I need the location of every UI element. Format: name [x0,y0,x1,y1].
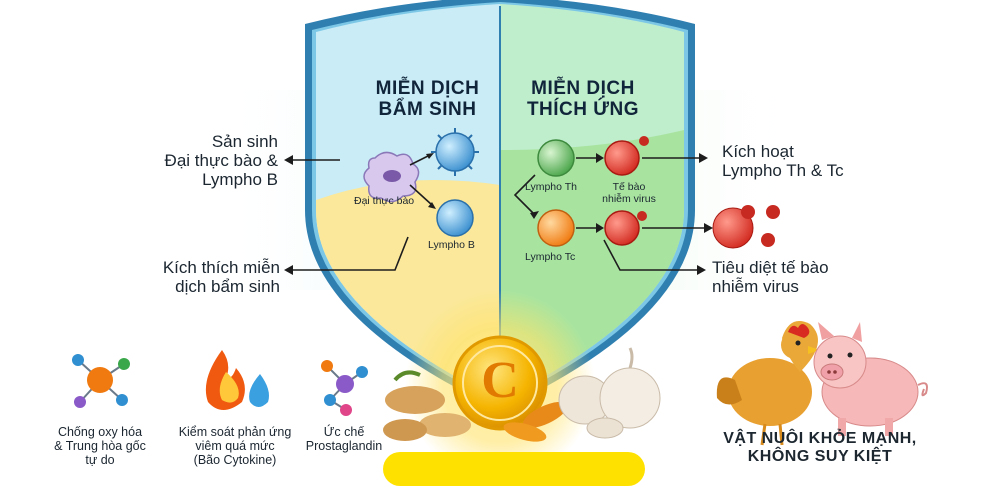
ginger-icon [383,370,471,441]
fire-water-icon [205,350,269,410]
result-line2: KHÔNG SUY KIỆT [747,447,893,465]
innate-immunity-title: MIỄN DỊCH BẨM SINH [355,78,500,121]
benefit-2-line2: viêm quá mức [195,439,275,453]
vitamin-c-badge [452,335,548,431]
adaptive-title-line2: THÍCH ỨNG [526,99,640,121]
cell-blue-top-icon [431,128,479,176]
benefit-prostaglandin: Ức chế Prostaglandin [294,425,394,453]
bottom-bar [383,452,645,486]
virus-cluster-icon [712,205,780,249]
produce-callout: Sản sinh Đại thực bào & Lympho B [160,132,278,189]
lympho-tc-cell-icon [537,209,575,247]
produce-line2: Đại thực bào & [164,151,278,171]
infected-cell-label: Tế bào nhiễm virus [598,181,660,206]
macrophage-label: Đại thực bào [354,195,415,207]
benefit-2-line3: (Bão Cytokine) [193,453,277,467]
activate-line2: Lympho Th & Tc [722,161,844,181]
right-arrows [513,157,705,271]
benefit-1-line2: & Trung hòa gốc [54,439,146,453]
benefit-antioxidant: Chống oxy hóa & Trung hòa gốc tự do [45,425,155,467]
garlic-icon [558,347,661,439]
activate-callout: Kích hoạt Lympho Th & Tc [722,142,844,180]
result-title: VẬT NUÔI KHỎE MẠNH, KHÔNG SUY KIỆT [700,430,940,466]
destroy-line2: nhiễm virus [712,277,799,297]
macrophage-icon [363,151,420,203]
lympho-th-label: Lympho Th [525,181,577,193]
produce-line1: Sản sinh [211,132,278,151]
produce-line3: Lympho B [202,170,278,190]
lympho-b-label: Lympho B [428,239,475,251]
lympho-tc-label: Lympho Tc [525,251,576,263]
turmeric-icon [503,401,568,442]
infected-cell-top-icon [604,136,649,176]
stimulate-line1: Kích thích miễn [162,258,280,277]
innate-title-line2: BẨM SINH [378,99,477,121]
activate-line1: Kích hoạt [722,142,794,161]
benefit-inflammation-control: Kiểm soát phản ứng viêm quá mức (Bão Cyt… [170,425,300,467]
infected-cell-bottom-icon [604,210,647,246]
destroy-callout: Tiêu diệt tế bào nhiễm virus [712,258,829,296]
innate-title-line1: MIỄN DỊCH [375,78,480,99]
left-arrows [290,154,433,271]
chicken-icon [716,321,820,446]
benefit-2-line1: Kiểm soát phản ứng [178,425,292,439]
infected-label-line2: nhiễm virus [602,192,656,205]
result-line1: VẬT NUÔI KHỎE MẠNH, [723,430,917,447]
infected-label-line1: Tế bào [612,181,646,193]
stimulate-callout: Kích thích miễn dịch bẩm sinh [150,258,280,296]
lympho-b-cell-icon [436,199,474,237]
vitamin-c-letter: C [481,352,519,409]
molecule-orange-icon [72,354,130,408]
benefit-1-line3: tự do [85,453,115,467]
benefit-3-line2: Prostaglandin [305,439,383,453]
molecule-purple-icon [321,360,368,416]
pig-icon [813,322,928,436]
stimulate-line2: dịch bẩm sinh [175,277,280,297]
destroy-line1: Tiêu diệt tế bào [712,258,829,277]
lympho-th-cell-icon [537,139,575,177]
adaptive-immunity-title: MIỄN DỊCH THÍCH ỨNG [508,78,658,121]
adaptive-title-line1: MIỄN DỊCH [531,78,635,99]
benefit-1-line1: Chống oxy hóa [57,425,143,439]
benefit-3-line1: Ức chế [323,425,365,439]
